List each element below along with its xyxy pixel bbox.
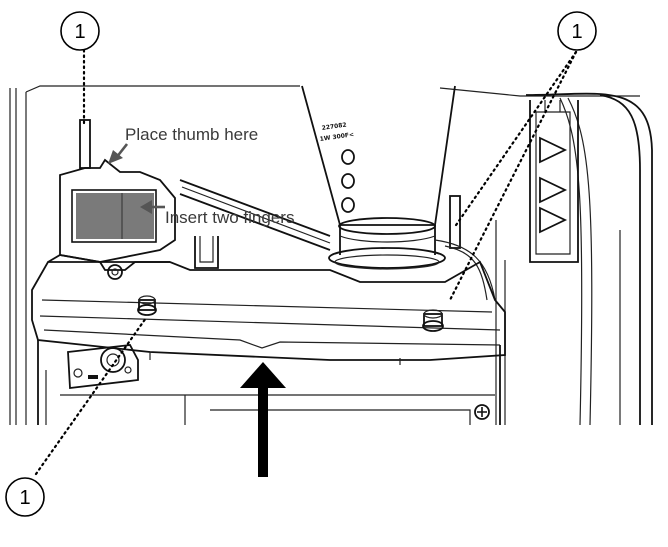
leader-lines [34, 48, 578, 476]
bolt-left [137, 295, 157, 316]
diagonal-strap [179, 179, 496, 301]
component-marking-line1: 227082 [321, 122, 347, 132]
callout-number: 1 [74, 21, 85, 43]
component-marking-line2: 1W 300F< [319, 131, 354, 143]
side-bracket [529, 100, 579, 263]
callout-top-right: 1 [557, 11, 597, 51]
push-up-arrow [240, 362, 286, 477]
screw [474, 404, 490, 420]
bolt-right [422, 309, 444, 332]
finger-insert-label: Insert two fingers [165, 208, 294, 227]
callout-number: 1 [571, 21, 582, 43]
label-arrows [108, 143, 165, 214]
cover-assembly [31, 158, 506, 425]
grip-pad [76, 193, 154, 239]
callout-bottom-left: 1 [5, 477, 45, 517]
housing-frame [9, 85, 653, 426]
connector-port [67, 344, 139, 390]
callout-top-left: 1 [60, 11, 100, 51]
thumb-placement-label: Place thumb here [125, 125, 258, 144]
callout-number: 1 [19, 487, 30, 509]
vent-pipe: 227082 1W 300F< [301, 85, 456, 270]
